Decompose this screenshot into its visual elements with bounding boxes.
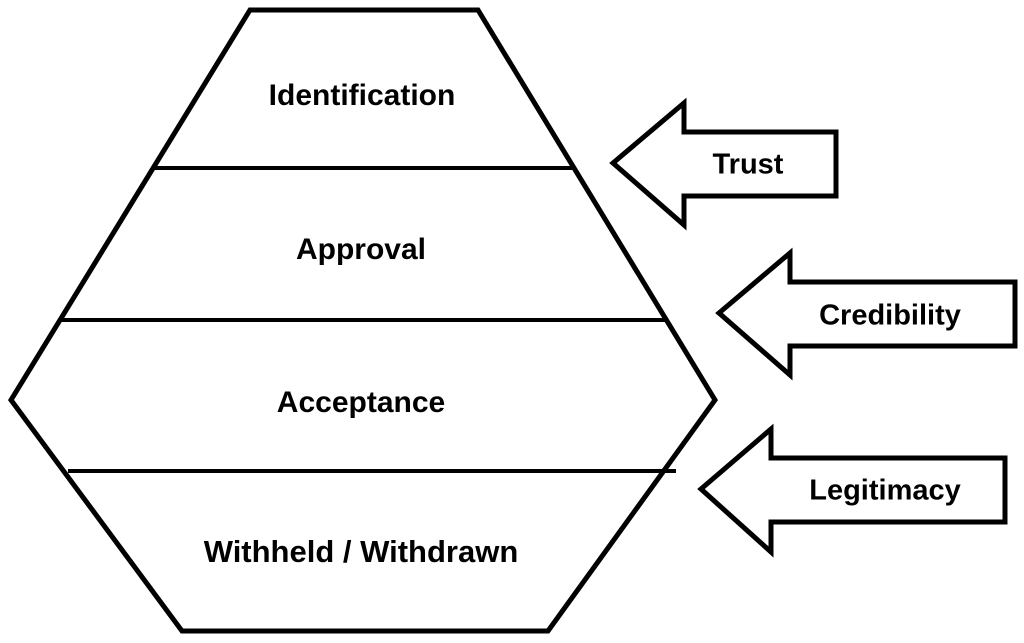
arrow-trust: Trust xyxy=(609,97,839,231)
band-label-acceptance: Acceptance xyxy=(277,386,445,419)
arrow-legitimacy: Legitimacy xyxy=(697,423,1008,558)
arrow-label-trust: Trust xyxy=(713,149,784,181)
band-label-withheld-withdrawn: Withheld / Withdrawn xyxy=(204,534,519,569)
arrow-credibility: Credibility xyxy=(715,247,1018,381)
arrow-trust-shape xyxy=(609,97,839,231)
arrow-label-legitimacy: Legitimacy xyxy=(809,475,961,507)
band-label-approval: Approval xyxy=(296,233,426,266)
arrow-legitimacy-shape xyxy=(697,423,1008,558)
arrow-label-credibility: Credibility xyxy=(819,300,961,332)
arrow-credibility-shape xyxy=(715,247,1018,381)
band-label-identification: Identification xyxy=(269,79,456,112)
